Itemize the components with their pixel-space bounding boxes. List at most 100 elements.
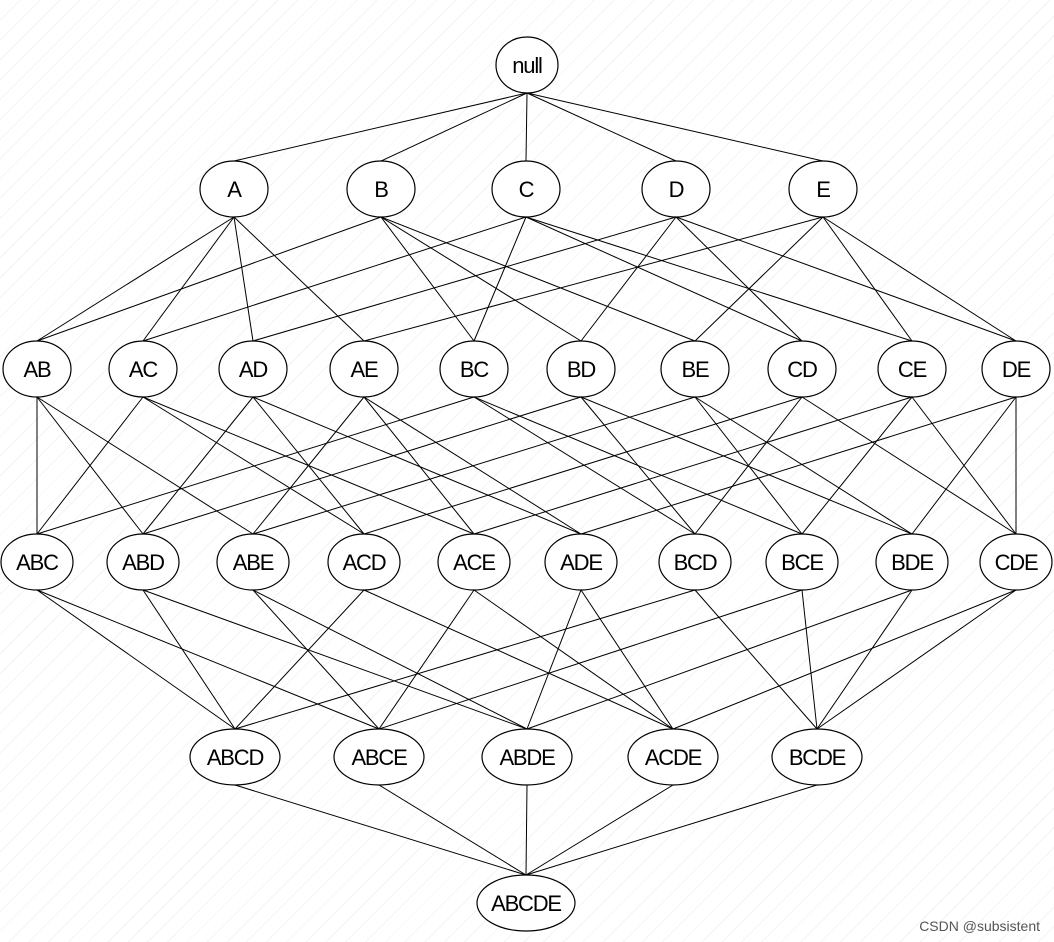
edge-bce-bcde [801, 589, 818, 730]
node-label: BCDE [789, 745, 846, 770]
node-label: BDE [891, 550, 933, 575]
edge-bce-abce [378, 589, 803, 730]
edge-c-ce [525, 216, 913, 342]
node-abd: ABD [106, 533, 180, 591]
node-ad: AD [218, 340, 288, 398]
edge-ade-acde [580, 589, 674, 730]
node-ace: ACE [437, 533, 511, 591]
edge-d-ad [252, 216, 677, 342]
node-c: C [491, 160, 561, 218]
edge-ade-abde [526, 589, 582, 730]
node-ellipse [216, 533, 290, 591]
node-label: DE [1002, 357, 1031, 382]
edge-ac-acd [142, 396, 365, 535]
edge-a-ad [233, 216, 254, 342]
node-label: CD [787, 357, 817, 382]
node-abcde: ABCDE [476, 874, 576, 932]
edge-ad-abd [142, 396, 254, 535]
node-label: CE [898, 357, 927, 382]
node-ellipse [788, 160, 858, 218]
node-bcd: BCD [658, 533, 732, 591]
node-ellipse [333, 728, 425, 786]
node-label: BD [567, 357, 595, 382]
node-ellipse [979, 533, 1053, 591]
node-ellipse [476, 874, 576, 932]
edge-abc-abcd [36, 589, 236, 730]
node-a: A [199, 160, 269, 218]
node-ellipse [771, 728, 863, 786]
edge-ad-ade [252, 396, 582, 535]
node-label: null [512, 53, 542, 78]
node-ellipse [491, 160, 561, 218]
node-abce: ABCE [333, 728, 425, 786]
node-cde: CDE [979, 533, 1053, 591]
node-ellipse [106, 533, 180, 591]
node-label: ADE [560, 550, 602, 575]
edge-ae-abe [252, 396, 365, 535]
edge-d-bd [580, 216, 677, 342]
node-acde: ACDE [627, 728, 719, 786]
node-label: BC [460, 357, 489, 382]
edge-abde-abcde [525, 784, 528, 876]
edge-abd-abde [142, 589, 528, 730]
node-ellipse [765, 533, 839, 591]
node-label: D [669, 177, 684, 202]
edge-d-cd [675, 216, 803, 342]
edge-bcd-bcde [694, 589, 818, 730]
edge-ac-abc [36, 396, 144, 535]
node-ae: AE [329, 340, 399, 398]
edge-bde-bcde [816, 589, 913, 730]
edge-b-be [380, 216, 696, 342]
edge-cd-cde [801, 396, 1017, 535]
edge-ce-ace [473, 396, 913, 535]
node-ellipse [108, 340, 178, 398]
edge-null-d [526, 92, 677, 162]
edge-de-ade [580, 396, 1017, 535]
node-bde: BDE [875, 533, 949, 591]
node-d: D [641, 160, 711, 218]
node-ellipse [481, 728, 573, 786]
node-ellipse [877, 340, 947, 398]
node-bd: BD [546, 340, 616, 398]
node-label: ABCE [351, 745, 407, 770]
node-ac: AC [108, 340, 178, 398]
node-label: CDE [995, 550, 1038, 575]
watermark-text: CSDN @subsistent [919, 918, 1040, 934]
edge-e-ce [822, 216, 913, 342]
edge-de-bde [911, 396, 1017, 535]
node-ce: CE [877, 340, 947, 398]
node-label: ABCDE [491, 891, 561, 916]
node-label: BCE [781, 550, 823, 575]
edge-a-ac [142, 216, 235, 342]
edge-e-ae [363, 216, 824, 342]
node-ellipse [199, 160, 269, 218]
node-ellipse [546, 340, 616, 398]
node-abcd: ABCD [189, 728, 281, 786]
node-ellipse [439, 340, 509, 398]
edge-null-e [526, 92, 824, 162]
edge-abe-abce [252, 589, 380, 730]
node-label: E [816, 177, 830, 202]
edge-a-ae [233, 216, 365, 342]
edge-ace-acde [473, 589, 674, 730]
node-ab: AB [2, 340, 72, 398]
node-abc: ABC [0, 533, 74, 591]
node-ade: ADE [544, 533, 618, 591]
node-label: B [374, 177, 388, 202]
node-null: null [495, 36, 559, 94]
node-abde: ABDE [481, 728, 573, 786]
edge-c-cd [525, 216, 803, 342]
node-ellipse [346, 160, 416, 218]
node-ellipse [189, 728, 281, 786]
node-ellipse [981, 340, 1051, 398]
node-ellipse [437, 533, 511, 591]
node-abe: ABE [216, 533, 290, 591]
node-ellipse [660, 340, 730, 398]
node-label: ACD [343, 550, 386, 575]
edge-null-a [233, 92, 528, 162]
edge-a-ab [36, 216, 235, 342]
edge-bde-abde [526, 589, 913, 730]
node-ellipse [0, 533, 74, 591]
edge-abcd-abcde [234, 784, 527, 876]
